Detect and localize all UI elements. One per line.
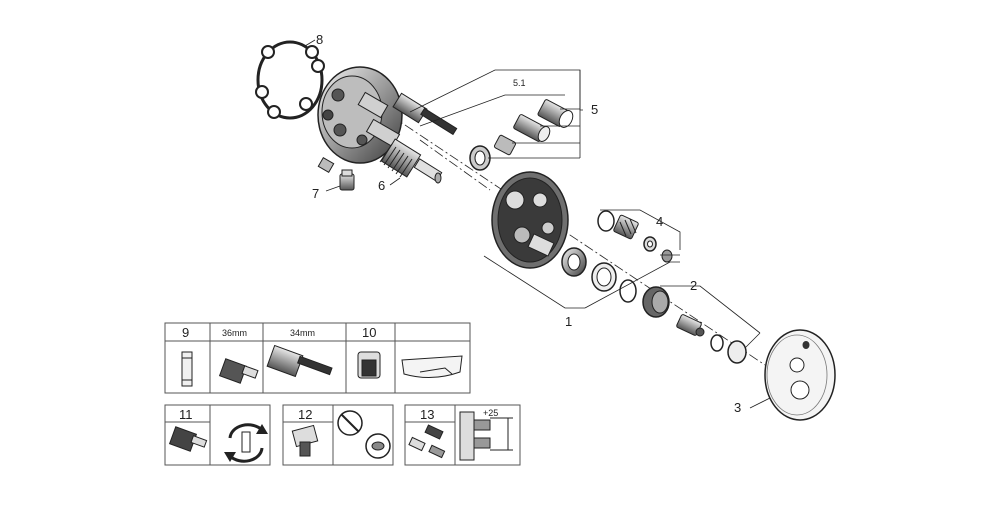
part-8-gasket-ring	[255, 40, 325, 120]
cartridge-36mm-drawing	[218, 358, 259, 384]
part-11-cartridge-drawing	[168, 426, 208, 452]
rotation-arrows-icon	[224, 423, 268, 463]
table-cell-9-label: 9	[182, 325, 189, 340]
dimension-label: +25	[483, 408, 498, 418]
part-6-cartridge	[379, 138, 443, 184]
part-1-nut	[561, 247, 587, 277]
part-2-o-ring	[710, 334, 724, 352]
callout-7: 7	[312, 186, 319, 201]
part-5-cap	[537, 99, 574, 128]
part-13-parts-drawing	[408, 424, 446, 459]
table-cell-36mm-label: 36mm	[222, 328, 247, 338]
part-2-knurled-sleeve	[642, 286, 670, 318]
part-3-trim-plate	[764, 329, 836, 421]
callout-5-1: 5.1	[513, 78, 526, 88]
part-1-ring	[591, 262, 617, 292]
no-cleaning-agent-icon	[337, 410, 391, 459]
part-4-gear	[613, 214, 639, 240]
part-4-o-ring	[597, 210, 615, 232]
assembly-axis-line-2	[419, 139, 491, 191]
bathtub-drawing	[401, 355, 463, 378]
callout-4: 4	[656, 214, 663, 229]
part-5-1-spacer	[469, 145, 491, 171]
callout-8: 8	[316, 32, 323, 47]
table-cell-12-label: 12	[298, 407, 312, 422]
callout-6: 6	[378, 178, 385, 193]
part-2-cap	[727, 340, 747, 364]
table-cell-34mm-label: 34mm	[290, 328, 315, 338]
cartridge-34mm-drawing	[266, 344, 333, 378]
part-10-filter-drawing	[357, 351, 381, 379]
callout-1: 1	[565, 314, 572, 329]
part-5-bushing	[493, 134, 517, 156]
accessory-table-bottom	[164, 404, 521, 466]
part-7-fitting	[317, 156, 355, 191]
leader-lines	[304, 39, 771, 409]
callout-2: 2	[690, 278, 697, 293]
backplate-flange	[491, 171, 569, 269]
spindle-upper	[392, 92, 458, 136]
part-1-o-ring	[619, 279, 637, 303]
table-cell-13-label: 13	[420, 407, 434, 422]
callout-5: 5	[591, 102, 598, 117]
valve-body-housing	[317, 66, 403, 164]
part-12-fitting-drawing	[291, 424, 319, 457]
part-2-adapter	[676, 314, 705, 337]
part-4-washer	[643, 236, 657, 252]
part-9-tube-drawing	[181, 351, 193, 387]
accessory-table-top	[164, 322, 471, 394]
table-cell-10-label: 10	[362, 325, 376, 340]
installation-dimension-drawing	[459, 411, 513, 461]
part-4-disc	[661, 249, 673, 263]
table-cell-11-label: 11	[179, 407, 193, 422]
part-5-sleeve	[513, 114, 551, 142]
callout-3: 3	[734, 400, 741, 415]
